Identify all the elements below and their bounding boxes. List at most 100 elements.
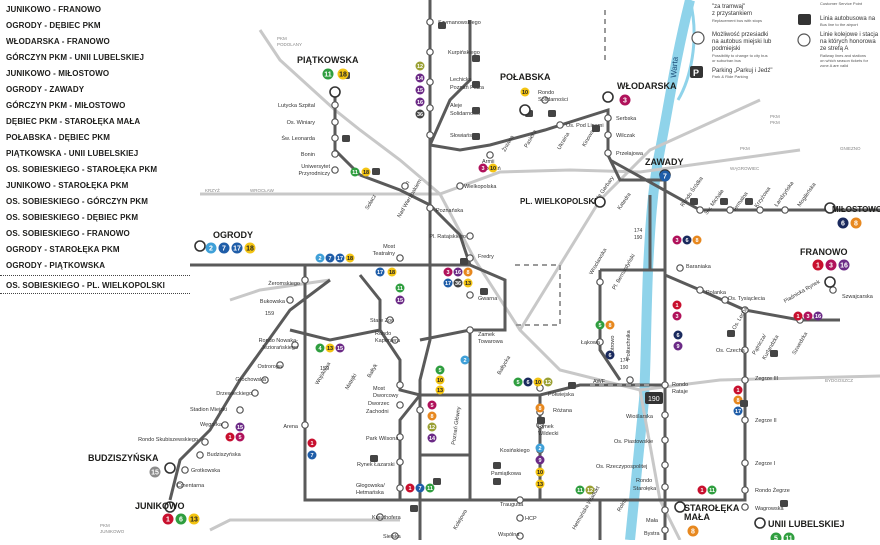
customer-service-icon xyxy=(433,478,441,485)
line-badge-number: 8 xyxy=(466,270,469,276)
stop-label-pl-ratajskiego: Pl. Ratajskiego xyxy=(429,234,466,240)
legend-transfer-en-2: or suburban bus xyxy=(712,58,741,63)
customer-service-icon xyxy=(493,462,501,469)
river-label: Warta xyxy=(669,56,680,78)
pkm-garbary-label: PKM xyxy=(770,114,780,119)
stop-marker xyxy=(661,381,669,389)
line-badge xyxy=(605,350,615,360)
line-badge-number: 17 xyxy=(735,409,741,415)
pkm-label: PKM xyxy=(277,36,287,41)
line-badge xyxy=(427,400,437,410)
stop-label-stare-zoo: Stare Zoo xyxy=(370,318,394,324)
stop-marker xyxy=(661,526,669,534)
hub-line-badge xyxy=(322,68,334,80)
stop-marker xyxy=(426,18,434,26)
stop-label-gwarna: Gwarna xyxy=(478,296,498,302)
line-badge-number: 5 xyxy=(516,380,519,386)
line-badge-number: 1 xyxy=(228,435,231,441)
hub-marker xyxy=(824,276,836,288)
stop-marker xyxy=(781,206,789,214)
legend-transfer-pl-2: na autobus miejski lub xyxy=(712,39,772,45)
stop-marker xyxy=(556,121,564,129)
line-badge xyxy=(463,267,473,277)
route-item: OGRODY - DĘBIEC PKM xyxy=(6,21,101,30)
line-badge xyxy=(427,433,437,443)
line-badge-number: 17 xyxy=(377,270,383,276)
stop-marker xyxy=(456,182,464,190)
line-badge xyxy=(533,377,543,387)
line-badge xyxy=(535,443,545,453)
line-badge-number: 3 xyxy=(675,238,678,244)
line-badge-number: 12 xyxy=(429,425,435,431)
km-159-label: 159 xyxy=(265,311,274,317)
hub-label-pl_wielkopolski: PL. WIELKOPOLSKI xyxy=(520,197,596,206)
line-badge xyxy=(460,355,470,365)
hub-label-milostowo: MIŁOSTOWO xyxy=(832,205,880,214)
line-badge xyxy=(535,455,545,465)
stop-marker xyxy=(696,286,704,294)
line-badge-number: 8 xyxy=(608,323,611,329)
customer-service-icon xyxy=(720,198,728,205)
stop-label-dworzec-2: Zachodni xyxy=(366,409,389,415)
legend: "za tramwaj" z przystankiem Replacement … xyxy=(690,0,880,80)
stop-label-bonin: Bonin xyxy=(301,152,315,158)
line-badge-number: 3 xyxy=(446,270,449,276)
hub-line-badge-number: 8 xyxy=(854,221,858,228)
route-list-divider xyxy=(0,275,190,276)
route-item: OGRODY - PIĄTKOWSKA xyxy=(6,261,106,270)
line-badge xyxy=(535,403,545,413)
hub-line-badge xyxy=(837,217,849,229)
line-badge xyxy=(335,343,345,353)
stop-label-budziszynska-stop: Budziszyńska xyxy=(207,452,242,458)
stop-label-wioslarska: Wioślarska xyxy=(626,414,654,420)
stop-label-glogowska-2: Hetmańska xyxy=(356,490,385,496)
hub-line-badge-number: 8 xyxy=(691,529,695,536)
stop-label-poznanska: Poznańska xyxy=(436,208,464,214)
stop-label-wagrowska: Wagrowska xyxy=(755,506,784,512)
stop-label-glogowska: Głogowska/ xyxy=(356,483,385,489)
stop-label-rondo-nowaka: Rondo Nowaka- xyxy=(259,338,299,344)
stop-label-polwiejska: Półwiejska xyxy=(548,392,575,398)
rail-krzyz-label: KRZYŻ xyxy=(205,187,220,193)
line-badge-number: 1 xyxy=(408,486,411,492)
stop-marker xyxy=(291,341,299,349)
stop-marker xyxy=(516,496,524,504)
hub-line-badge-number: 6 xyxy=(841,221,845,228)
line-badge xyxy=(387,267,397,277)
line-badge xyxy=(315,253,325,263)
hub-label-wlodarska: WŁODARSKA xyxy=(617,81,677,91)
line-badge-number: 11 xyxy=(427,486,433,492)
stop-label-kinowa: Kinowa xyxy=(582,129,597,148)
stop-label-bystra: Bystra xyxy=(644,531,661,537)
stop-label-rozana: Różana xyxy=(553,408,573,414)
stop-label-slowianska: Słowiańska xyxy=(450,133,479,139)
hub-marker xyxy=(602,91,614,103)
stop-label-poznan-glowny: Poznań Główny xyxy=(451,406,462,445)
stop-label-lechicka-2: Poznań Plaza xyxy=(450,85,485,91)
line-badge xyxy=(427,422,437,432)
hub-line-badge-number: 1 xyxy=(816,263,820,270)
line-badge-number: 1 xyxy=(796,314,799,320)
pkm-junikowo2-label: JUNIKOWO xyxy=(100,529,125,534)
line-badge-number: 8 xyxy=(736,398,739,404)
stop-label-rondo-kaponiera-2: Kaponiera xyxy=(375,338,401,344)
stop-label-dworzec: Dworzec xyxy=(368,401,390,407)
line-badge xyxy=(673,341,683,351)
stop-label-os-rzeczpospolitej: Os. Rzeczypospolitej xyxy=(596,464,647,470)
stop-label-awf: AWF xyxy=(593,379,606,385)
line-badge-number: 9 xyxy=(676,344,679,350)
line-badge-number: 11 xyxy=(352,170,358,176)
line-badge-number: 9 xyxy=(538,458,541,464)
stop-marker xyxy=(516,514,524,522)
stop-marker xyxy=(596,338,604,346)
stop-label-katedra: Katedra xyxy=(617,191,634,211)
stop-label-os-czecha: Os. Czecha xyxy=(716,348,746,354)
stop-label-baltycka: Bałtycka xyxy=(497,354,513,376)
line-badge xyxy=(733,406,743,416)
line-badge xyxy=(435,375,445,385)
stop-label-szwedzka: Szwedzka xyxy=(792,330,810,356)
line-badge xyxy=(575,485,585,495)
line-badge xyxy=(415,483,425,493)
